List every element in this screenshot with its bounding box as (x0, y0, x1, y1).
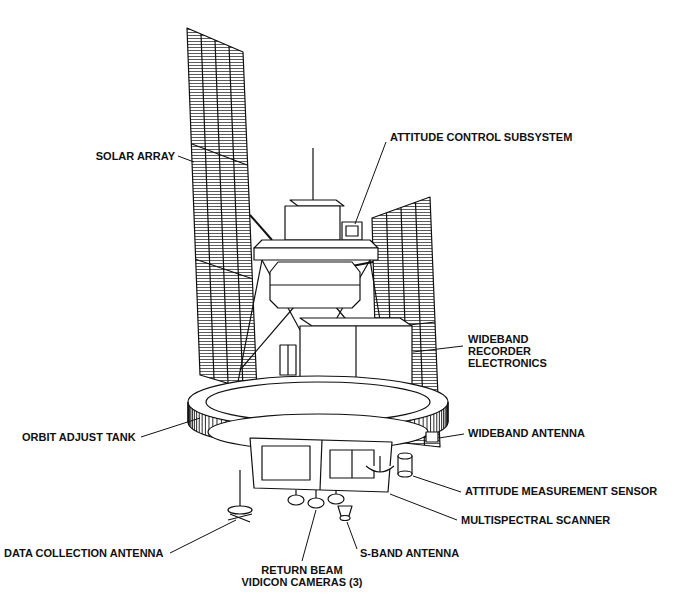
solar-panel (191, 144, 247, 166)
sensor-platform (262, 446, 310, 480)
equipment-ring (433, 414, 434, 434)
leader-line (390, 494, 457, 520)
instruments (228, 432, 438, 522)
sensor-platform (208, 414, 428, 492)
equipment-ring (443, 409, 444, 429)
recorder-box (300, 318, 412, 326)
solar-panel (250, 215, 272, 240)
instruments (288, 495, 304, 505)
instruments (398, 471, 412, 477)
sensor-platform (250, 438, 392, 492)
recorder-box (355, 326, 356, 384)
equipment-ring (447, 405, 448, 425)
equipment-ring (189, 406, 190, 426)
upper-module (290, 200, 344, 206)
part-label: WIDEBAND RECORDER ELECTRONICS (468, 333, 558, 369)
truss-structure (270, 262, 360, 308)
recorder-box (300, 326, 412, 384)
equipment-ring (196, 411, 197, 431)
leader-line (178, 156, 194, 162)
instruments (239, 470, 240, 508)
part-label: ATTITUDE CONTROL SUBSYSTEM (390, 131, 610, 143)
leader-line (170, 520, 236, 553)
leader-line (413, 346, 463, 352)
equipment-ring (436, 413, 437, 433)
instruments (328, 494, 344, 504)
solar-panel (229, 46, 243, 388)
upper-module (342, 222, 362, 240)
satellite-illustration (141, 28, 464, 561)
part-label: ORBIT ADJUST TANK (22, 431, 152, 443)
instruments (338, 506, 352, 516)
instruments (308, 498, 324, 508)
instruments (295, 490, 296, 495)
equipment-ring (188, 402, 189, 422)
leader-line (302, 510, 316, 561)
truss-structure (270, 284, 360, 285)
sensor-platform (351, 450, 352, 478)
upper-module (346, 226, 358, 236)
upper-module (254, 240, 378, 248)
part-label: WIDEBAND ANTENNA (468, 427, 608, 439)
recorder-box (280, 345, 296, 375)
part-label: MULTISPECTRAL SCANNER (461, 514, 641, 526)
part-label: DATA COLLECTION ANTENNA (4, 547, 184, 559)
upper-module (285, 206, 340, 240)
solar-panel (196, 259, 253, 278)
instruments (228, 506, 252, 514)
recorder-box (287, 345, 288, 375)
truss-structure (236, 260, 262, 392)
upper-module (254, 148, 378, 260)
leader-line (355, 142, 386, 224)
solar-panel (201, 34, 214, 379)
instruments (230, 514, 250, 522)
instruments (398, 453, 412, 459)
part-label: SOLAR ARRAY (93, 150, 175, 162)
equipment-ring (205, 415, 206, 435)
part-label: S-BAND ANTENNA (360, 547, 490, 559)
instruments (379, 456, 380, 472)
equipment-ring (199, 413, 200, 433)
equipment-ring (202, 414, 203, 434)
leader-line (347, 522, 357, 549)
solar-panel (187, 28, 272, 392)
part-label: ATTITUDE MEASUREMENT SENSOR (465, 485, 680, 497)
equipment-ring (445, 407, 446, 427)
leader-line (141, 418, 200, 437)
solar-panel (215, 40, 228, 383)
recorder-box (280, 318, 412, 384)
sensor-platform (320, 440, 322, 490)
leader-line (413, 476, 461, 492)
equipment-ring (192, 409, 193, 429)
instruments (340, 516, 350, 521)
leader-line (141, 142, 464, 561)
instruments (315, 490, 316, 498)
equipment-ring (190, 407, 191, 427)
instruments (335, 490, 336, 494)
sensor-platform (330, 450, 374, 478)
equipment-ring (446, 406, 447, 426)
upper-module (254, 248, 378, 260)
part-label: RETURN BEAM VIDICON CAMERAS (3) (239, 564, 365, 588)
leader-line (439, 434, 464, 438)
instruments (426, 432, 438, 442)
equipment-ring (441, 410, 442, 430)
equipment-ring (439, 411, 440, 431)
upper-module (312, 148, 313, 205)
